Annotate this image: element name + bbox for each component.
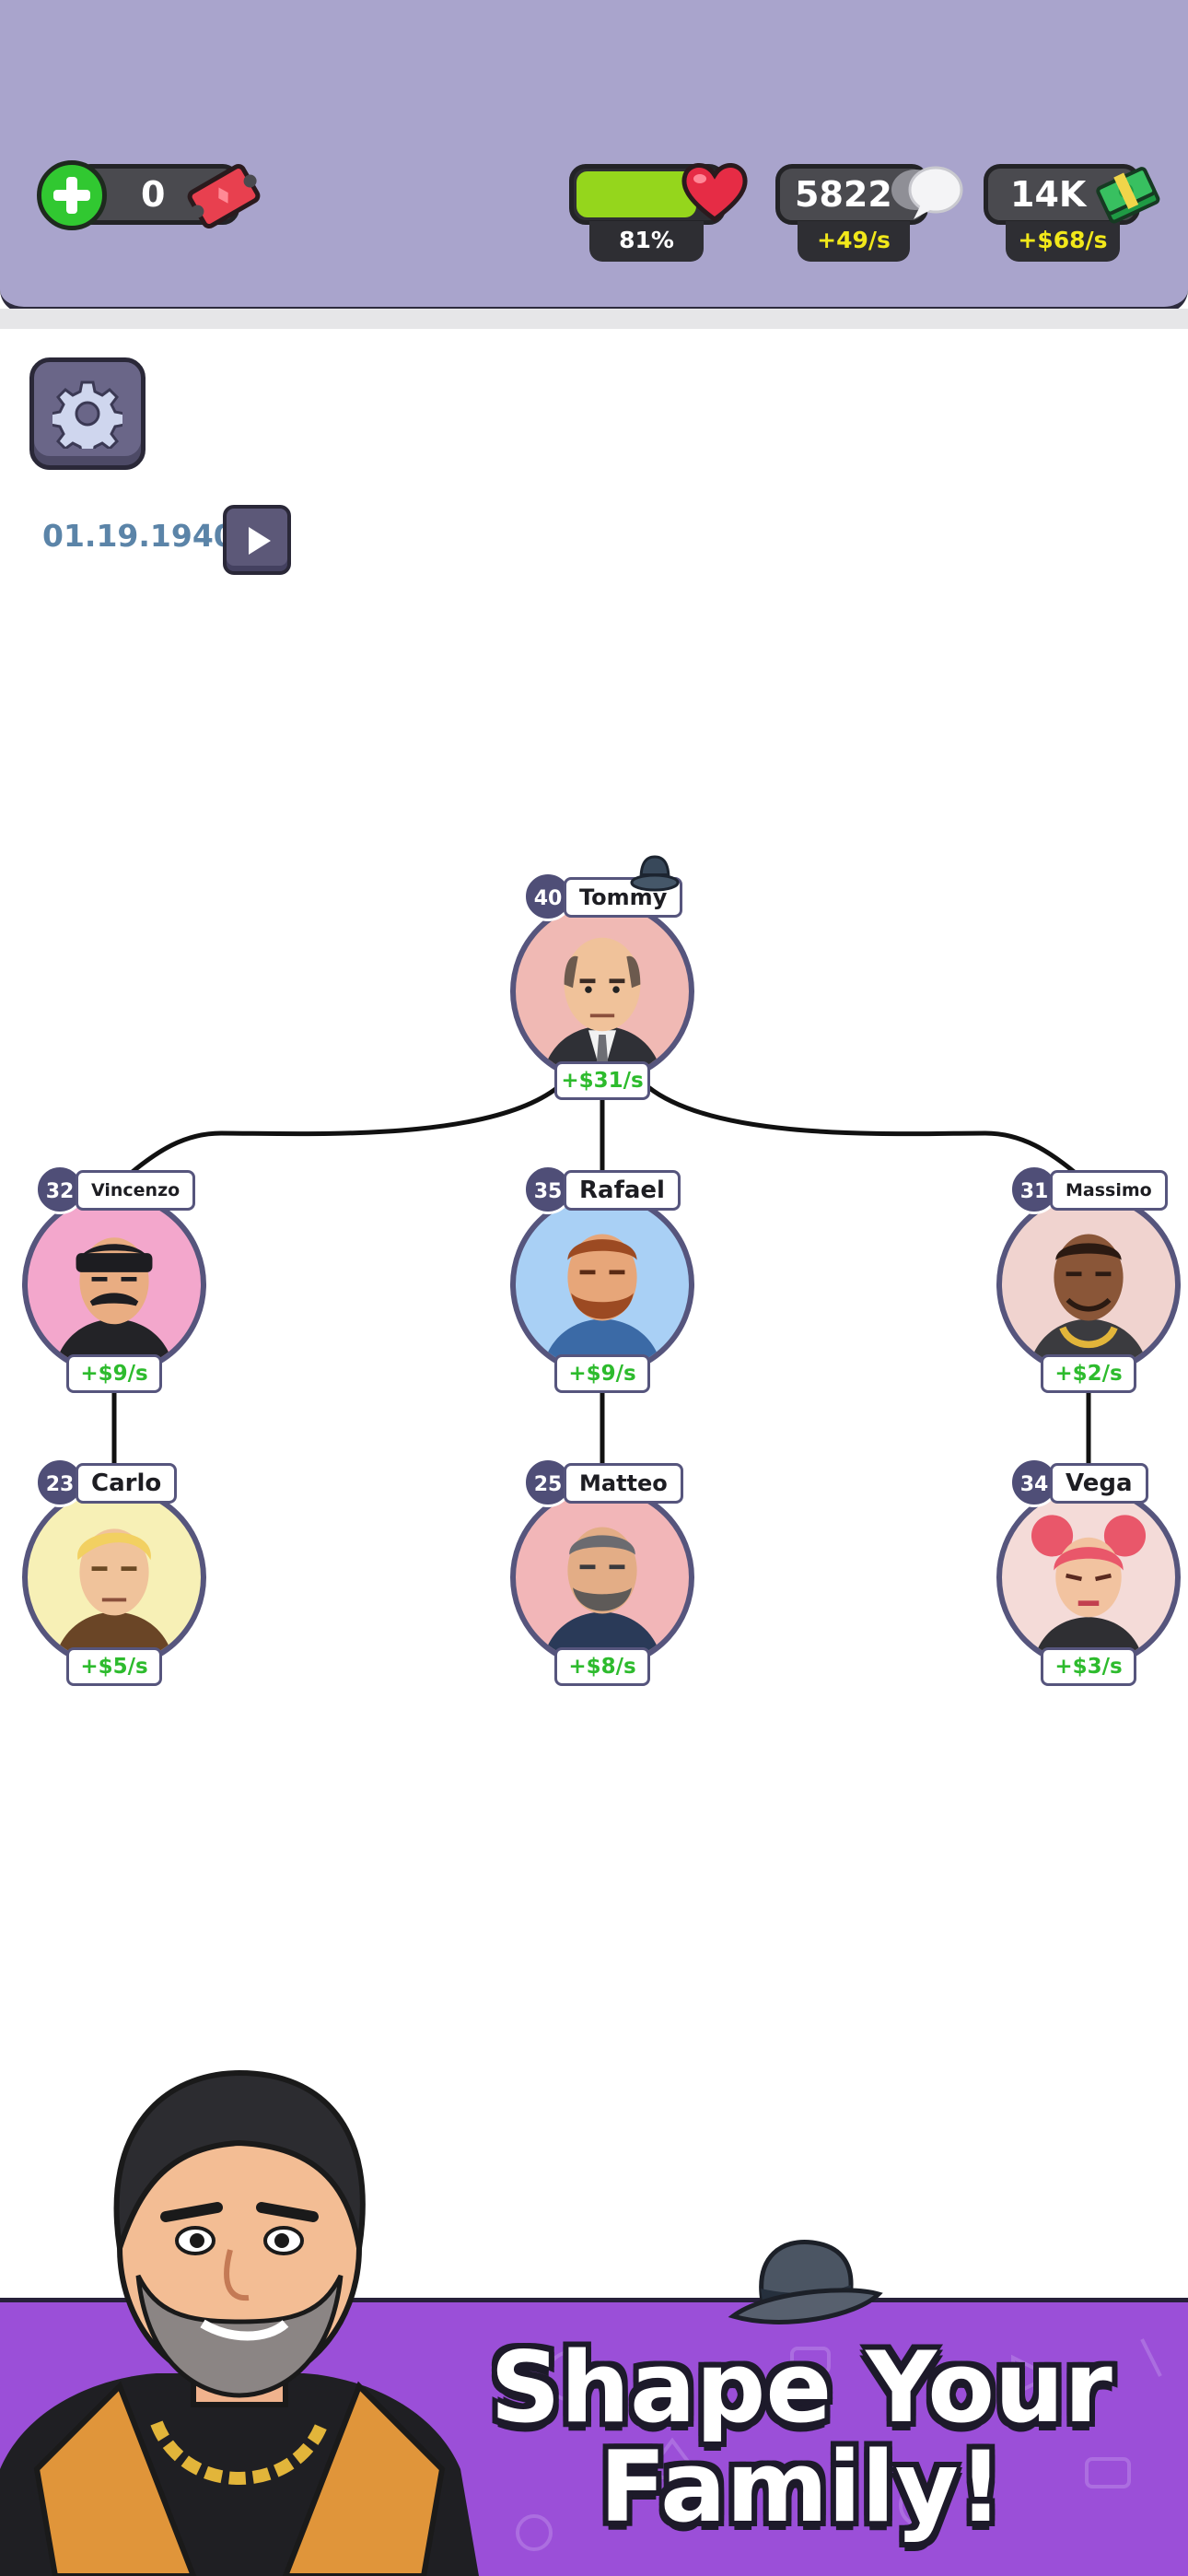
play-icon — [249, 527, 271, 555]
heart-icon — [681, 163, 748, 223]
family-member-matteo[interactable]: 25 Matteo +$8/s — [510, 1458, 694, 1686]
avatar — [996, 1192, 1181, 1376]
respect-value: 5822 — [795, 174, 892, 215]
hud-shadow — [0, 309, 1188, 329]
respect-rate: +49/s — [798, 221, 910, 262]
member-name: Rafael — [564, 1170, 681, 1211]
member-name: Vega — [1050, 1463, 1148, 1504]
tickets-value: 0 — [141, 174, 166, 215]
plus-icon — [53, 177, 90, 214]
settings-button[interactable] — [29, 357, 146, 470]
fedora-hat-icon — [630, 855, 680, 892]
health-bar-fill — [577, 171, 696, 217]
member-name: Vincenzo — [76, 1170, 196, 1211]
add-tickets-button[interactable] — [37, 160, 107, 230]
member-income: +$3/s — [1041, 1647, 1136, 1686]
ticket-icon — [187, 164, 261, 228]
family-member-massimo[interactable]: 31 Massimo +$2/s — [996, 1165, 1181, 1393]
speech-bubble-icon — [891, 166, 963, 219]
member-name: Matteo — [564, 1463, 683, 1504]
member-income: +$9/s — [554, 1354, 650, 1393]
family-member-tommy[interactable]: 40 Tommy +$31/s — [510, 872, 694, 1100]
banner-headline-line2: Family! — [599, 2430, 1004, 2544]
avatar — [510, 1192, 694, 1376]
avatar — [510, 1485, 694, 1669]
gear-icon — [52, 381, 122, 449]
mascot-character — [0, 2069, 479, 2576]
family-member-carlo[interactable]: 23 Carlo +$5/s — [22, 1458, 206, 1686]
avatar — [22, 1192, 206, 1376]
money-stack-icon — [1096, 167, 1160, 224]
banner-pattern — [516, 2338, 1162, 2551]
member-income: +$5/s — [66, 1647, 162, 1686]
banner-headline-line1: Shape Your — [490, 2331, 1112, 2444]
cash-value: 14K — [1010, 174, 1087, 215]
play-button[interactable] — [223, 505, 291, 575]
member-income: +$2/s — [1041, 1354, 1136, 1393]
avatar — [22, 1485, 206, 1669]
family-member-rafael[interactable]: 35 Rafael +$9/s — [510, 1165, 694, 1393]
member-income: +$8/s — [554, 1647, 650, 1686]
family-member-vega[interactable]: 34 Vega +$3/s — [996, 1458, 1181, 1686]
fedora-hat-icon — [728, 2239, 883, 2324]
avatar — [510, 899, 694, 1083]
game-date: 01.19.1940 — [42, 518, 235, 554]
avatar — [996, 1485, 1181, 1669]
cash-rate: +$68/s — [1006, 221, 1120, 262]
health-percent: 81% — [589, 221, 704, 262]
member-name: Massimo — [1050, 1170, 1168, 1211]
family-member-vincenzo[interactable]: 32 Vincenzo +$9/s — [22, 1165, 206, 1393]
member-name: Carlo — [76, 1463, 178, 1504]
member-income: +$31/s — [554, 1061, 650, 1100]
member-income: +$9/s — [66, 1354, 162, 1393]
